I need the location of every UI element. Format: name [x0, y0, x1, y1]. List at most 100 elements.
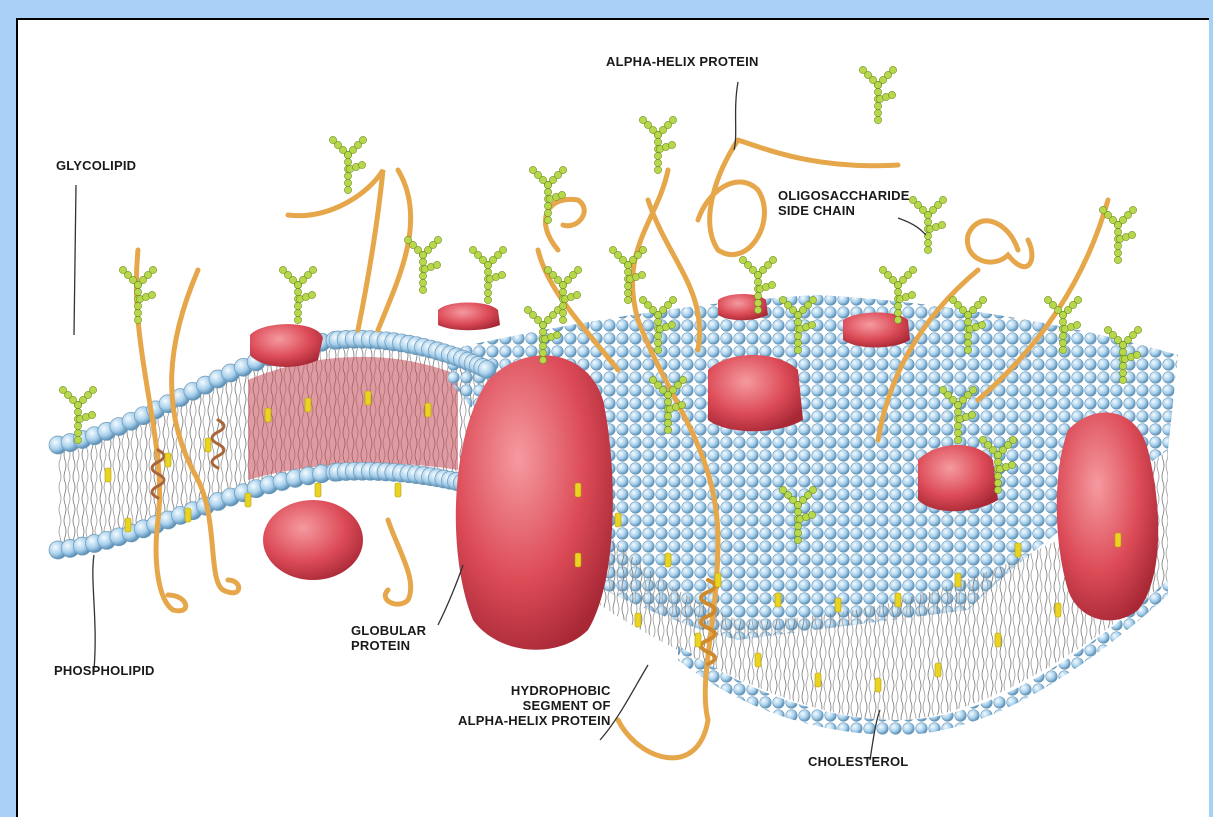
sugar-bead — [419, 272, 426, 279]
sugar-bead — [544, 266, 551, 273]
sugar-bead — [573, 291, 580, 298]
sugar-bead — [779, 486, 786, 493]
sugar-bead — [954, 422, 961, 429]
cholesterol-molecule — [635, 613, 641, 627]
sugar-bead — [894, 288, 901, 295]
sugar-bead — [768, 281, 775, 288]
sugar-bead — [938, 221, 945, 228]
sugar-bead — [809, 486, 816, 493]
sugar-bead — [359, 136, 366, 143]
sugar-bead — [954, 436, 961, 443]
sugar-bead — [74, 429, 81, 436]
sugar-bead — [624, 268, 631, 275]
cholesterol-molecule — [105, 468, 111, 482]
sugar-bead — [308, 291, 315, 298]
sugar-bead — [419, 279, 426, 286]
sugar-bead — [874, 116, 881, 123]
sugar-bead — [979, 436, 986, 443]
cholesterol-molecule — [395, 483, 401, 497]
sugar-bead — [1059, 332, 1066, 339]
sugar-bead — [669, 296, 676, 303]
sugar-bead — [1129, 206, 1136, 213]
sugar-bead — [484, 282, 491, 289]
cholesterol-molecule — [875, 678, 881, 692]
sugar-bead — [358, 161, 365, 168]
sugar-bead — [924, 232, 931, 239]
sugar-bead — [794, 332, 801, 339]
sugar-bead — [794, 529, 801, 536]
cholesterol-molecule — [365, 391, 371, 405]
cholesterol-molecule — [755, 653, 761, 667]
sugar-bead — [544, 209, 551, 216]
sugar-bead — [638, 271, 645, 278]
sugar-bead — [524, 306, 531, 313]
cholesterol-molecule — [205, 438, 211, 452]
sugar-bead — [559, 309, 566, 316]
sugar-bead — [754, 306, 761, 313]
cholesterol-molecule — [995, 633, 1001, 647]
sugar-bead — [794, 346, 801, 353]
sugar-bead — [649, 376, 656, 383]
sugar-bead — [794, 536, 801, 543]
sugar-bead — [654, 346, 661, 353]
sugar-bead — [544, 188, 551, 195]
sugar-bead — [994, 486, 1001, 493]
sugar-bead — [1114, 228, 1121, 235]
sugar-bead — [654, 339, 661, 346]
sugar-bead — [994, 472, 1001, 479]
cholesterol-molecule — [575, 483, 581, 497]
sugar-bead — [344, 179, 351, 186]
sugar-bead — [74, 408, 81, 415]
sugar-bead — [1059, 346, 1066, 353]
cholesterol-molecule — [1115, 533, 1121, 547]
sugar-bead — [654, 332, 661, 339]
sugar-bead — [134, 316, 141, 323]
cholesterol-molecule — [575, 553, 581, 567]
hydrophobic-label-line-3: ALPHA-HELIX PROTEIN — [458, 713, 611, 728]
cholesterol-molecule — [315, 483, 321, 497]
sugar-bead — [59, 386, 66, 393]
sugar-bead — [89, 386, 96, 393]
sugar-bead — [808, 511, 815, 518]
sugar-bead — [119, 266, 126, 273]
oligosaccharide-label-line-2: SIDE CHAIN — [778, 203, 910, 218]
sugar-bead — [664, 419, 671, 426]
sugar-bead — [558, 191, 565, 198]
sugar-bead — [344, 186, 351, 193]
sugar-bead — [559, 302, 566, 309]
sugar-bead — [669, 116, 676, 123]
sugar-bead — [809, 296, 816, 303]
sugar-bead — [754, 292, 761, 299]
sugar-bead — [539, 342, 546, 349]
sugar-bead — [149, 266, 156, 273]
sugar-bead — [874, 109, 881, 116]
sugar-bead — [279, 266, 286, 273]
sugar-bead — [609, 246, 616, 253]
sugar-bead — [754, 278, 761, 285]
sugar-bead — [969, 386, 976, 393]
sugar-bead — [559, 316, 566, 323]
sugar-bead — [88, 411, 95, 418]
sugar-bead — [808, 321, 815, 328]
sugar-bead — [1073, 321, 1080, 328]
sugar-bead — [134, 302, 141, 309]
cholesterol-label: CHOLESTEROL — [808, 754, 908, 769]
alpha-helix-protein-label: ALPHA-HELIX PROTEIN — [606, 54, 759, 69]
cholesterol-molecule — [615, 513, 621, 527]
sugar-bead — [1074, 296, 1081, 303]
sugar-bead — [134, 288, 141, 295]
sugar-bead — [754, 299, 761, 306]
sugar-bead — [779, 296, 786, 303]
sugar-bead — [909, 196, 916, 203]
sugar-bead — [484, 268, 491, 275]
sugar-bead — [654, 152, 661, 159]
sugar-bead — [1128, 231, 1135, 238]
sugar-bead — [294, 288, 301, 295]
sugar-bead — [553, 331, 560, 338]
sugar-bead — [874, 102, 881, 109]
sugar-bead — [1104, 326, 1111, 333]
sugar-bead — [888, 91, 895, 98]
sugar-bead — [469, 246, 476, 253]
sugar-bead — [664, 412, 671, 419]
cholesterol-molecule — [695, 633, 701, 647]
